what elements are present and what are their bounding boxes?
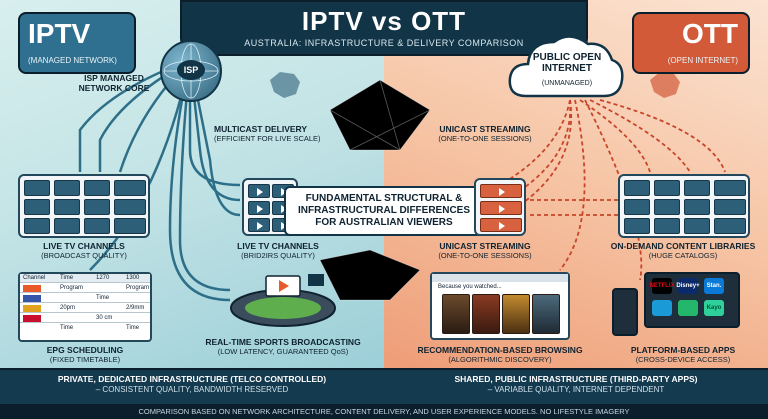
iptv-tag: IPTV (MANAGED NETWORK) [18, 12, 136, 74]
epg-cell: Time [126, 325, 140, 331]
live-tv-grid-broadcast [18, 174, 150, 238]
ott-tag-sub: (OPEN INTERNET) [667, 56, 738, 65]
iptv-tag-sub: (MANAGED NETWORK) [28, 56, 117, 65]
multicast-sub: (EFFICIENT FOR LIVE SCALE) [214, 133, 321, 143]
epg-cell: 2/9mm [126, 305, 145, 311]
unicast-top-title: UNICAST STREAMING [439, 124, 531, 134]
on-demand-label: ON-DEMAND CONTENT LIBRARIES (HUGE CATALO… [600, 241, 766, 260]
browser-bar [432, 274, 568, 282]
apps-title: PLATFORM-BASED APPS [630, 345, 736, 355]
app-stan: Stan. [704, 278, 724, 294]
page-title: IPTV vs OTT [301, 6, 467, 36]
center-statement: FUNDAMENTAL STRUCTURAL & INFRASTRUCTURAL… [284, 186, 484, 236]
epg-title: EPG SCHEDULING [46, 345, 124, 355]
movie-poster [532, 294, 560, 334]
live-tv-sub-1: (BROADCAST QUALITY) [41, 250, 127, 260]
unicast-label: UNICAST STREAMING (ONE-TO-ONE SESSIONS) [420, 241, 550, 260]
epg-header-cell: Channel [23, 275, 46, 281]
sports-sub: (LOW LATENCY, GUARANTEED QoS) [217, 346, 349, 356]
cloud-sub: (UNMANAGED) [541, 80, 593, 87]
epg-label: EPG SCHEDULING (FIXED TIMETABLE) [18, 345, 152, 364]
epg-cell: Time [60, 325, 74, 331]
apps-label: PLATFORM-BASED APPS (CROSS-DEVICE ACCESS… [600, 345, 766, 364]
stadium-icon [228, 272, 338, 330]
on-demand-sub: (HUGE CATALOGS) [648, 250, 718, 260]
iptv-summary: PRIVATE, DEDICATED INFRASTRUCTURE (TELCO… [0, 374, 384, 395]
unicast-title: UNICAST STREAMING [439, 241, 531, 251]
epg-cell: 30 cm [96, 315, 113, 321]
movie-poster [442, 294, 470, 334]
live-tv-label-1: LIVE TV CHANNELS (BROADCAST QUALITY) [18, 241, 150, 260]
ott-tag-title: OTT [682, 18, 738, 49]
title-bar: IPTV vs OTT AUSTRALIA: INFRASTRUCTURE & … [180, 0, 588, 56]
live-tv-sub-2: (BRID2IRS QUALITY) [241, 250, 315, 260]
iptv-summary-sub: – CONSISTENT QUALITY, BANDWIDTH RESERVED [95, 385, 289, 395]
app-tile [678, 300, 698, 316]
unicast-grid [474, 178, 526, 236]
app-kayo: Kayo [704, 300, 724, 316]
epg-header-cell: 1300 [126, 275, 140, 281]
channel-logo [23, 305, 41, 312]
ott-summary-sub: – VARIABLE QUALITY, INTERNET DEPENDENT [487, 385, 665, 395]
app-tile [652, 300, 672, 316]
phone-icon [612, 288, 638, 336]
flow-lines [78, 58, 726, 302]
cloud-title: PUBLIC OPEN INTERNET [532, 52, 602, 74]
app-netflix: NETFLIX [650, 278, 675, 294]
on-demand-grid [618, 174, 750, 238]
ott-summary-main: SHARED, PUBLIC INFRASTRUCTURE (THIRD-PAR… [454, 374, 698, 384]
movie-poster [502, 294, 530, 334]
isp-globe-icon: ISP [160, 40, 222, 102]
apps-devices: NETFLIX Disney+ Stan. Kayo [610, 272, 750, 340]
unicast-top-label: UNICAST STREAMING (ONE-TO-ONE SESSIONS) [420, 124, 550, 143]
page-subtitle: AUSTRALIA: INFRASTRUCTURE & DELIVERY COM… [244, 38, 524, 48]
on-demand-title: ON-DEMAND CONTENT LIBRARIES [610, 241, 756, 251]
recommendation-label: RECOMMENDATION-BASED BROWSING (ALGORITHM… [410, 345, 590, 364]
epg-header-cell: 1270 [96, 275, 110, 281]
bottom-summary: PRIVATE, DEDICATED INFRASTRUCTURE (TELCO… [0, 368, 768, 404]
rec-banner: Because you watched... [438, 284, 502, 290]
live-tv-title-1: LIVE TV CHANNELS [43, 241, 125, 251]
isp-core-label: ISP MANAGED NETWORK CORE [78, 73, 150, 93]
multicast-label: MULTICAST DELIVERY (EFFICIENT FOR LIVE S… [214, 124, 354, 143]
footer-note: COMPARISON BASED ON NETWORK ARCHITECTURE… [0, 404, 768, 419]
sports-label: REAL-TIME SPORTS BROADCASTING (LOW LATEN… [196, 337, 370, 356]
epg-cell: Program [60, 285, 84, 291]
iptv-summary-main: PRIVATE, DEDICATED INFRASTRUCTURE (TELCO… [57, 374, 327, 384]
epg-cell: 20pm [60, 305, 76, 311]
isp-node-label: ISP [177, 60, 205, 80]
epg-table: Channel Time 1270 1300 Program Program T… [18, 272, 152, 342]
channel-logo [23, 315, 41, 322]
recommendation-sub: (ALGORITHMIC DISCOVERY) [448, 354, 552, 364]
iptv-tag-title: IPTV [28, 18, 91, 49]
epg-header-cell: Time [60, 275, 74, 281]
epg-cell: Program [126, 285, 150, 291]
app-disney: Disney+ [676, 278, 700, 294]
ott-summary: SHARED, PUBLIC INFRASTRUCTURE (THIRD-PAR… [384, 374, 768, 395]
live-tv-title-2: LIVE TV CHANNELS [237, 241, 319, 251]
epg-cell: Time [96, 295, 110, 301]
apps-sub: (CROSS-DEVICE ACCESS) [635, 354, 731, 364]
recommendation-window: Because you watched... [430, 272, 570, 340]
movie-poster [472, 294, 500, 334]
unicast-sub: (ONE-TO-ONE SESSIONS) [438, 250, 532, 260]
recommendation-title: RECOMMENDATION-BASED BROWSING [417, 345, 583, 355]
sports-title: REAL-TIME SPORTS BROADCASTING [205, 337, 361, 347]
epg-sub: (FIXED TIMETABLE) [49, 354, 121, 364]
unicast-top-sub: (ONE-TO-ONE SESSIONS) [438, 133, 532, 143]
channel-logo [23, 285, 41, 292]
channel-logo [23, 295, 41, 302]
cloud-icon: PUBLIC OPEN INTERNET (UNMANAGED) [506, 30, 626, 104]
multicast-title: MULTICAST DELIVERY [214, 124, 308, 134]
live-tv-label-2: LIVE TV CHANNELS (BRID2IRS QUALITY) [228, 241, 328, 260]
ott-tag: OTT (OPEN INTERNET) [632, 12, 750, 74]
